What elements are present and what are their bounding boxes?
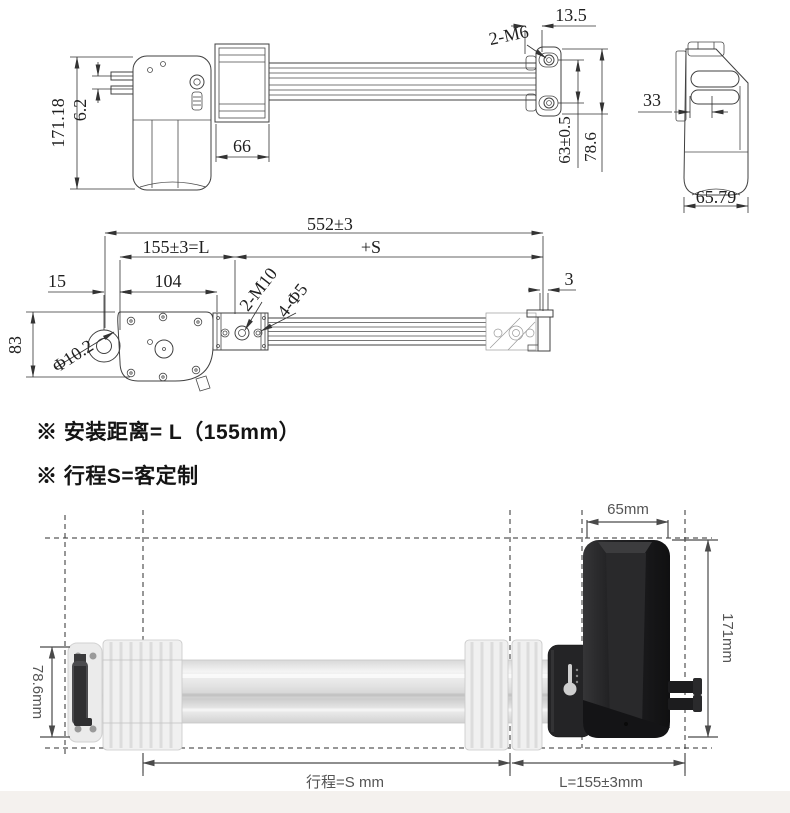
dim-label-gearbox-length: 104 [155, 271, 182, 291]
dim-overall-length: 552±3 [104, 218, 544, 328]
ribbed-collar-right [464, 639, 543, 751]
dim-plate-thickness: 3 [528, 269, 576, 310]
dim-label-hole-spacing: 63±0.5 [555, 116, 574, 164]
footer-strip [0, 791, 790, 813]
note-install-distance: ※ 安装距离= L（155mm） [36, 421, 301, 444]
push-tube [269, 62, 536, 101]
dim-label-install-distance: 155±3=L [142, 237, 209, 257]
mounting-block [212, 312, 269, 351]
dim-label-front-offset: 15 [48, 271, 66, 291]
motor-side-view [110, 55, 212, 191]
ribbed-collar-left [102, 639, 183, 751]
dim-slot-width: 33 [638, 90, 728, 118]
dim-plate-heights: 63±0.5 78.6 [555, 48, 608, 172]
spec-notes: ※ 安装距离= L（155mm） ※ 行程S=客定制 [36, 416, 736, 504]
product-photo-view: 65mm 171mm 78.6mm 行程=S mm L=155±3mm [29, 501, 736, 791]
dim-label-overall-height: 171.18 [48, 98, 68, 148]
dim-label-hole-spec: 4-Φ5 [273, 280, 312, 322]
note-stroke-custom: ※ 行程S=客定制 [36, 465, 199, 488]
dim-label-body-width: 83 [5, 336, 25, 354]
dim-motor-width: 65mm [586, 501, 669, 538]
motor-gearbox-photo [547, 644, 593, 738]
dim-body-width: 83 [5, 311, 130, 378]
dim-pin-gap: 6.2 [70, 62, 133, 121]
dim-body-depth: 65.79 [683, 187, 749, 213]
connector-prongs [668, 678, 702, 712]
dim-label-install: L=155±3mm [559, 774, 643, 791]
dim-rear-holes: 13.5 2-M6 [487, 5, 596, 59]
dim-label-block-width: 66 [233, 136, 251, 156]
gearbox-plan-view [117, 311, 214, 392]
side-profile-view [675, 41, 749, 196]
dim-label-slot-width: 33 [643, 90, 661, 110]
dim-install-length: L=155±3mm [511, 753, 686, 791]
rear-end-plate [525, 46, 562, 117]
dim-label-stroke: 行程=S mm [306, 774, 384, 791]
plan-view-drawing: 552±3 155±3=L +S 15 104 83 3 [5, 218, 576, 392]
dim-label-plate-thickness: 3 [565, 269, 574, 289]
dim-motor-height: 171mm [672, 539, 736, 738]
dim-front-offsets: 15 104 [48, 271, 218, 330]
leader-thread-spec: 2-M10 [235, 264, 281, 331]
motor-body-photo [583, 540, 670, 738]
dim-install-stroke: 155±3=L +S [119, 237, 544, 330]
dim-label-thread-spec: 2-M6 [487, 21, 530, 49]
dim-bracket-height: 78.6mm [29, 646, 70, 738]
dim-overall-height: 171.18 [48, 56, 135, 190]
dim-label-body-depth: 65.79 [696, 187, 737, 207]
dim-label-bracket-height: 78.6mm [29, 665, 46, 719]
front-view-drawing: 171.18 6.2 66 13.5 2-M6 63±0.5 [48, 5, 749, 213]
dim-label-eyelet-diameter: Φ10.2 [49, 335, 97, 376]
dim-label-stroke: +S [361, 237, 381, 257]
extended-block-ghost [485, 312, 537, 351]
clevis-pins [110, 71, 134, 95]
dim-block-width: 66 [215, 124, 270, 162]
outer-tube-block [214, 43, 270, 123]
dim-label-hole-offset: 13.5 [555, 5, 587, 25]
dim-label-motor-height: 171mm [719, 613, 736, 663]
tube-plan [268, 317, 486, 346]
end-bracket-photo [67, 642, 103, 743]
rear-bracket-plan [526, 309, 554, 352]
dim-label-overall-length: 552±3 [307, 218, 353, 234]
dim-stroke-length: 行程=S mm [142, 753, 511, 791]
dim-label-plate-height: 78.6 [581, 132, 600, 162]
dim-label-motor-width: 65mm [607, 501, 649, 518]
dim-label-pin-gap: 6.2 [70, 99, 90, 122]
